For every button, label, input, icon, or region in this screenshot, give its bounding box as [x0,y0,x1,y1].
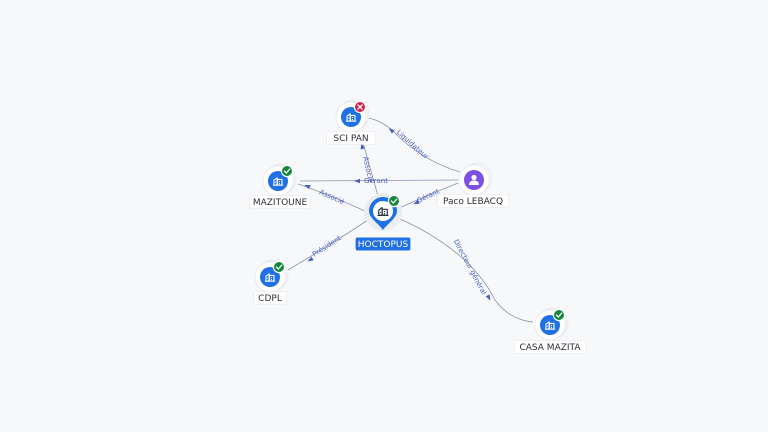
edge-line[interactable] [398,182,459,209]
node-icon-bg [260,267,280,287]
node-casa-mazita[interactable]: CASA MAZITA [513,307,587,354]
building-icon [345,113,357,122]
active-status-icon [552,308,566,322]
edge-label: Gérant [364,177,388,185]
node-label: CDPL [258,294,282,304]
edge-label: Liquidateur [395,128,430,161]
closed-status-icon [353,100,367,114]
edge-line[interactable] [297,183,368,213]
node-mazitoune[interactable]: MAZITOUNE [249,163,311,209]
edge-dg-casa[interactable]: Directeur général [397,217,534,323]
node-icon-bg [341,107,361,127]
node-hoctopus[interactable]: HOCTOPUS [355,193,411,251]
edge-arrow [354,178,360,184]
active-status-icon [272,260,286,274]
edge-arrow [413,199,420,205]
node-paco-lebacq[interactable]: Paco LEBACQ [436,162,510,208]
node-label: MAZITOUNE [253,198,308,208]
node-label: HOCTOPUS [358,240,409,250]
building-icon [264,273,276,282]
node-label: CASA MAZITA [519,343,581,353]
active-status-icon [387,194,401,208]
building-icon [272,177,284,186]
edge-label: Associé [318,188,345,206]
building-icon [544,321,556,330]
active-status-icon [280,164,294,178]
person-icon [469,174,479,185]
node-label-box [249,195,311,209]
edge-arrow [388,128,395,134]
edge-line[interactable] [299,179,459,182]
edge-arrow [304,184,311,190]
edge-line[interactable] [397,217,534,323]
edge-label: Président [311,234,343,259]
node-cdpl[interactable]: CDPL [253,259,289,305]
building-icon [377,207,389,217]
edge-liquidateur-scipan[interactable]: Liquidateur [367,117,461,173]
node-label-box [436,194,510,208]
edge-arrow [485,294,491,301]
node-label-box [253,291,287,305]
node-icon-bg [268,171,288,191]
node-icon-bg [540,315,560,335]
nodes-layer: HOCTOPUS SCI PAN MAZITOUNE CDPL CASA MAZITA P… [249,99,587,354]
node-label: SCI PAN [333,134,368,144]
node-label-box [326,131,376,145]
node-sci-pan[interactable]: SCI PAN [326,99,376,145]
edge-gerant-mazitoune[interactable]: Gérant [299,177,459,185]
edge-arrow [307,256,314,262]
node-label: Paco LEBACQ [443,197,503,207]
node-label-box [513,340,587,354]
edge-line[interactable] [287,219,369,271]
node-label-box [355,237,411,251]
edge-label: Directeur général [452,238,488,296]
